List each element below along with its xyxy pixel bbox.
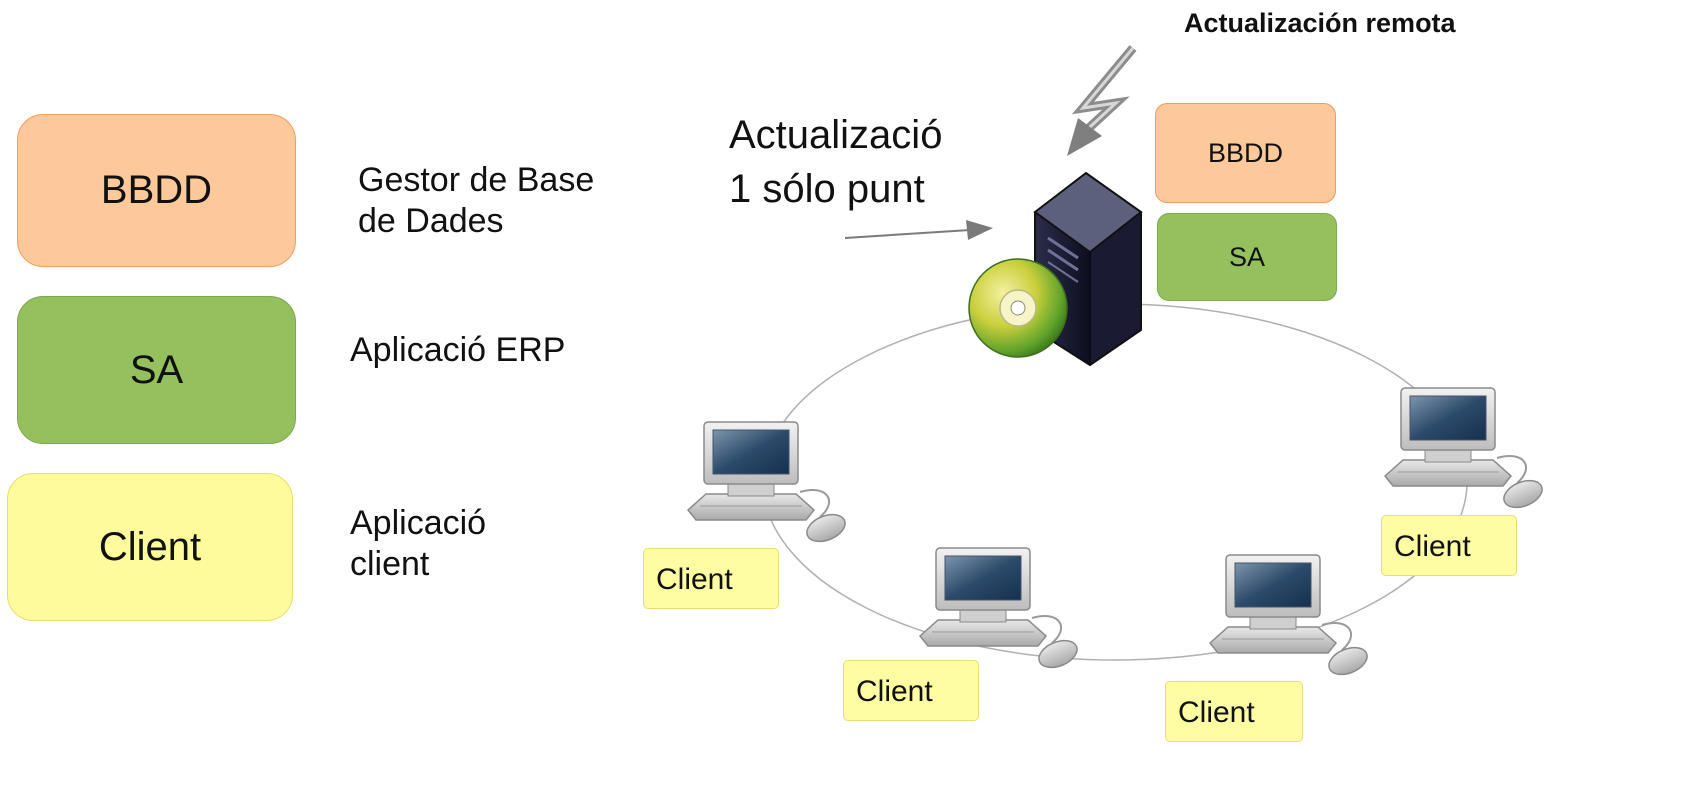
network-ring bbox=[762, 303, 1468, 661]
server-sa-box: SA bbox=[1157, 213, 1337, 301]
workstation-icon bbox=[1209, 554, 1373, 681]
legend-sa-label: SA bbox=[129, 347, 184, 392]
server-bbdd-label: BBDD bbox=[1207, 137, 1283, 168]
workstation-icon bbox=[687, 421, 851, 548]
client-label: Client bbox=[643, 548, 779, 609]
client-label: Client bbox=[843, 660, 979, 721]
legend-sa-description: Aplicació ERP bbox=[350, 331, 566, 369]
remote-update-title: Actualización remota bbox=[1184, 8, 1456, 38]
legend-bbdd-box: BBDD bbox=[17, 114, 296, 267]
server-bbdd-box: BBDD bbox=[1155, 103, 1336, 203]
legend-client-label: Client bbox=[98, 524, 202, 569]
legend-sa-box: SA bbox=[17, 296, 296, 444]
legend-bbdd-label: BBDD bbox=[100, 168, 213, 212]
legend-client-box: Client bbox=[7, 473, 293, 621]
single-point-update-text: Actualizació 1 sólo punt bbox=[729, 113, 943, 211]
server-sa-label: SA bbox=[1228, 241, 1266, 272]
client-label: Client bbox=[1165, 681, 1303, 742]
workstation-icon bbox=[919, 547, 1083, 674]
legend-bbdd-description: Gestor de Base de Dades bbox=[358, 161, 595, 240]
cd-disc-icon bbox=[968, 258, 1068, 358]
update-arrow bbox=[844, 220, 993, 240]
legend-client-description: Aplicació client bbox=[350, 504, 487, 583]
client-label: Client bbox=[1381, 515, 1517, 576]
lightning-bolt-icon bbox=[1067, 45, 1137, 156]
